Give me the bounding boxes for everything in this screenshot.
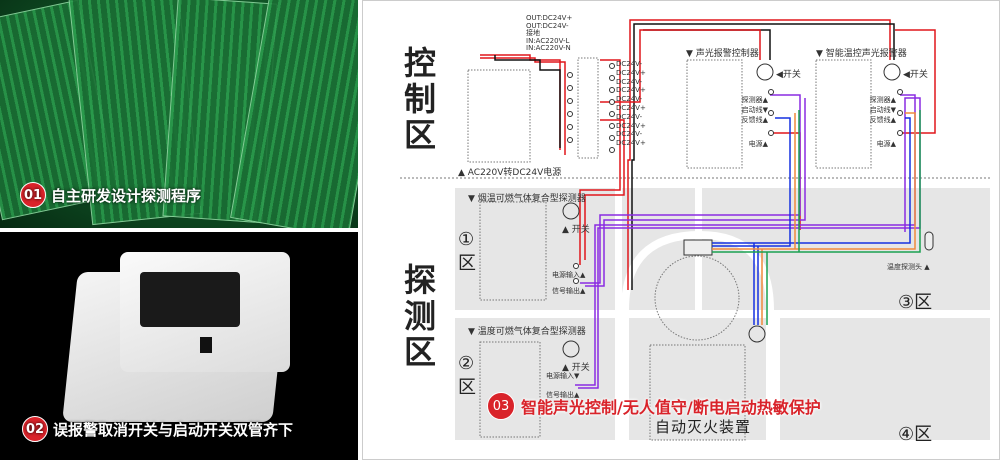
terminal-label: DC24V-: [616, 130, 643, 139]
badge-number: 01: [20, 182, 46, 208]
detector1-switch-label: ▲ 开关: [562, 225, 590, 235]
device-window: [140, 272, 240, 327]
wire-red: [627, 19, 891, 290]
power-input: IN:AC220V-L: [526, 36, 570, 45]
toggle-switch: [200, 337, 212, 353]
terminal-label: DC24V+: [616, 68, 646, 77]
zone-2-area: [455, 318, 615, 440]
terminal-label: DC24V+: [616, 139, 646, 148]
terminal-label: DC24V+: [616, 86, 646, 95]
detector1-title: ▼ 烟温可燃气体复合型探测器: [468, 194, 586, 204]
terminal-label-list: DC24V- DC24V+ DC24V- DC24V+ DC24V- DC24V…: [616, 60, 646, 148]
pcb-photo: 01 自主研发设计探测程序: [0, 0, 358, 228]
zone-4-label: ④区: [898, 424, 933, 445]
controller1-title: ▼ 声光报警控制器: [686, 49, 759, 59]
control-zone-label: 控制区: [403, 44, 436, 154]
zone-1-label: ① 区: [458, 229, 476, 274]
wire-red: [600, 29, 761, 103]
terminal-label: DC24V-: [616, 77, 643, 86]
detector2-port: 信号输出▲: [546, 391, 580, 399]
wire-blue: [712, 117, 911, 325]
zone-road-area: [622, 188, 695, 310]
extinguisher-label: 自动灭火装置: [655, 418, 752, 436]
badge-text: 误报警取消开关与启动开关双管齐下: [53, 420, 294, 439]
feature-badge-03: 03 智能声光控制/无人值守/断电启动热敏保护: [487, 392, 821, 420]
power-input: OUT:DC24V-: [526, 21, 569, 30]
device-outlines: [467, 57, 872, 441]
zone-backgrounds: [455, 188, 990, 440]
power-input-list: OUT:DC24V+ OUT:DC24V- 接地 IN:AC220V-L IN:…: [526, 14, 573, 53]
terminal-label: DC24V+: [616, 121, 646, 130]
temp-probe-label: 温度探测头 ▲: [887, 263, 930, 271]
detector1-port: 电源输入▲: [552, 271, 586, 279]
controller1-ports: 探测器▲ 启动线▼ 反馈线▲ 电源▲: [740, 95, 768, 149]
power-supply-label: ▲ AC220V转DC24V电源: [458, 168, 562, 178]
power-input: 接地: [526, 29, 540, 37]
port-label: 电源▲: [876, 140, 896, 148]
detect-zone-label: 探测区: [403, 261, 436, 371]
badge-number: 03: [487, 392, 515, 420]
feature-badge-02: 02 误报警取消开关与启动开关双管齐下: [22, 416, 293, 442]
badge-number: 02: [22, 416, 48, 442]
port-label: 反馈线▲: [741, 116, 768, 124]
port-label: 电源▲: [748, 140, 768, 148]
switches: [562, 63, 934, 358]
terminal-label: DC24V-: [616, 95, 643, 104]
road-arch: [621, 230, 774, 440]
controller2-switch-label: ◀开关: [903, 70, 928, 80]
detector2-title: ▼ 温度可燃气体复合型探测器: [468, 327, 586, 337]
zone-center-area: [622, 318, 772, 440]
badge-text: 智能声光控制/无人值守/断电启动热敏保护: [521, 398, 821, 417]
port-label: 启动线▼: [741, 106, 768, 114]
detector2-port: 电源输入▼: [546, 372, 580, 380]
controller1-switch-label: ◀开关: [776, 70, 801, 80]
zone-4-area: [780, 318, 990, 440]
zone-1-area: [455, 188, 615, 310]
controller2-ports: 探测器▲ 启动线▼ 反馈线▲ 电源▲: [868, 95, 896, 149]
port-label: 反馈线▲: [869, 116, 896, 124]
feature-badge-01: 01 自主研发设计探测程序: [20, 182, 201, 208]
wire-red: [579, 59, 625, 265]
terminals: [567, 63, 903, 284]
badge-text: 自主研发设计探测程序: [51, 186, 202, 205]
power-input: IN:AC220V-N: [526, 44, 571, 52]
wire-orange: [712, 112, 916, 325]
wire-black: [494, 55, 561, 148]
port-label: 探测器▲: [869, 96, 896, 104]
port-label: 探测器▲: [741, 96, 768, 104]
controller2-title: ▼ 智能温控声光报警器: [816, 49, 907, 59]
zone-3-label: ③区: [898, 292, 933, 313]
power-input: OUT:DC24V+: [526, 14, 573, 22]
terminal-label: DC24V-: [616, 60, 643, 68]
detector2-switch-label: ▲ 开关: [562, 363, 590, 373]
terminal-label: DC24V-: [616, 112, 643, 121]
device-photo: 02 误报警取消开关与启动开关双管齐下: [0, 232, 358, 460]
wires: [480, 19, 936, 389]
terminal-label: DC24V+: [616, 103, 646, 112]
port-label: 启动线▼: [869, 106, 896, 114]
zone-2-label: ② 区: [458, 353, 476, 398]
wire-green: [712, 110, 921, 325]
detector1-port: 信号输出▲: [552, 287, 586, 295]
